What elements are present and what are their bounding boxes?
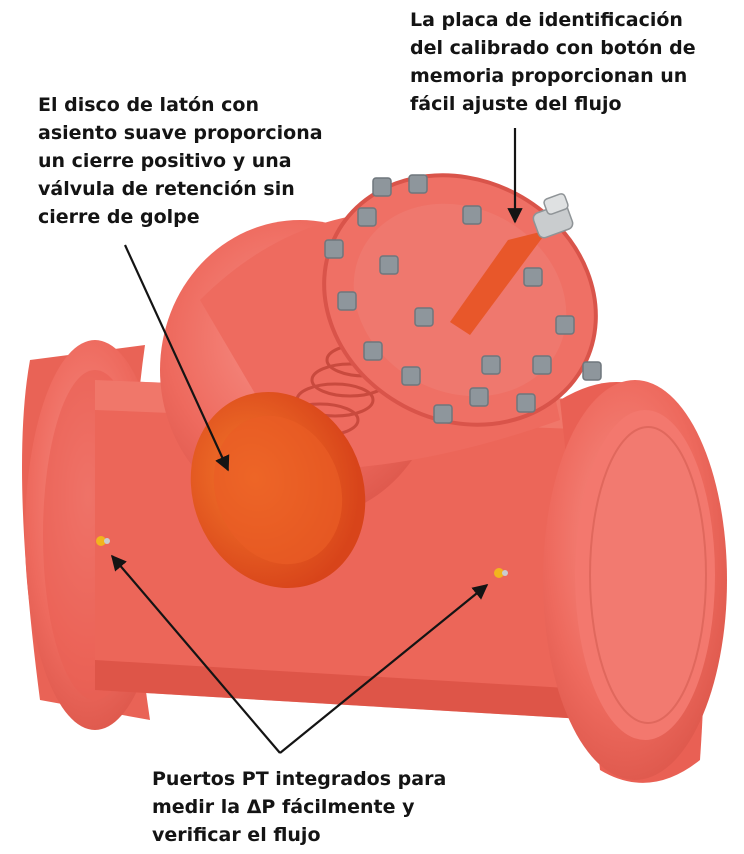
brass-disc xyxy=(190,391,366,589)
callout-puertos-pt: Puertos PT integrados para medir la ΔP f… xyxy=(152,765,446,849)
pt-port-left xyxy=(96,536,110,546)
callout-line: Puertos PT integrados para xyxy=(152,768,447,790)
callout-arrows xyxy=(111,128,523,754)
right-flange xyxy=(543,380,727,783)
callout-line: memoria proporcionan un xyxy=(410,65,688,87)
callout-line: cierre de golpe xyxy=(38,206,200,228)
callout-line: El disco de latón con xyxy=(38,94,260,116)
callout-placa-identificacion: La placa de identificación del calibrado… xyxy=(410,6,696,118)
flange-bolts xyxy=(324,174,602,424)
callout-line: del calibrado con botón de xyxy=(410,37,696,59)
callout-line: verificar el flujo xyxy=(152,824,321,846)
arrow-disco xyxy=(123,244,230,472)
arrow-puertos-right xyxy=(279,584,489,754)
callout-line: asiento suave proporciona xyxy=(38,122,323,144)
callout-disco-laton: El disco de latón con asiento suave prop… xyxy=(38,91,323,231)
callout-line: un cierre positivo y una xyxy=(38,150,292,172)
arrow-puertos-left xyxy=(111,554,281,754)
pt-port-right xyxy=(494,568,508,578)
callout-line: válvula de retención sin xyxy=(38,178,295,200)
callout-line: medir la ΔP fácilmente y xyxy=(152,796,415,818)
stem-memory-button xyxy=(450,193,574,335)
callout-line: La placa de identificación xyxy=(410,9,683,31)
callout-line: fácil ajuste del flujo xyxy=(410,93,622,115)
